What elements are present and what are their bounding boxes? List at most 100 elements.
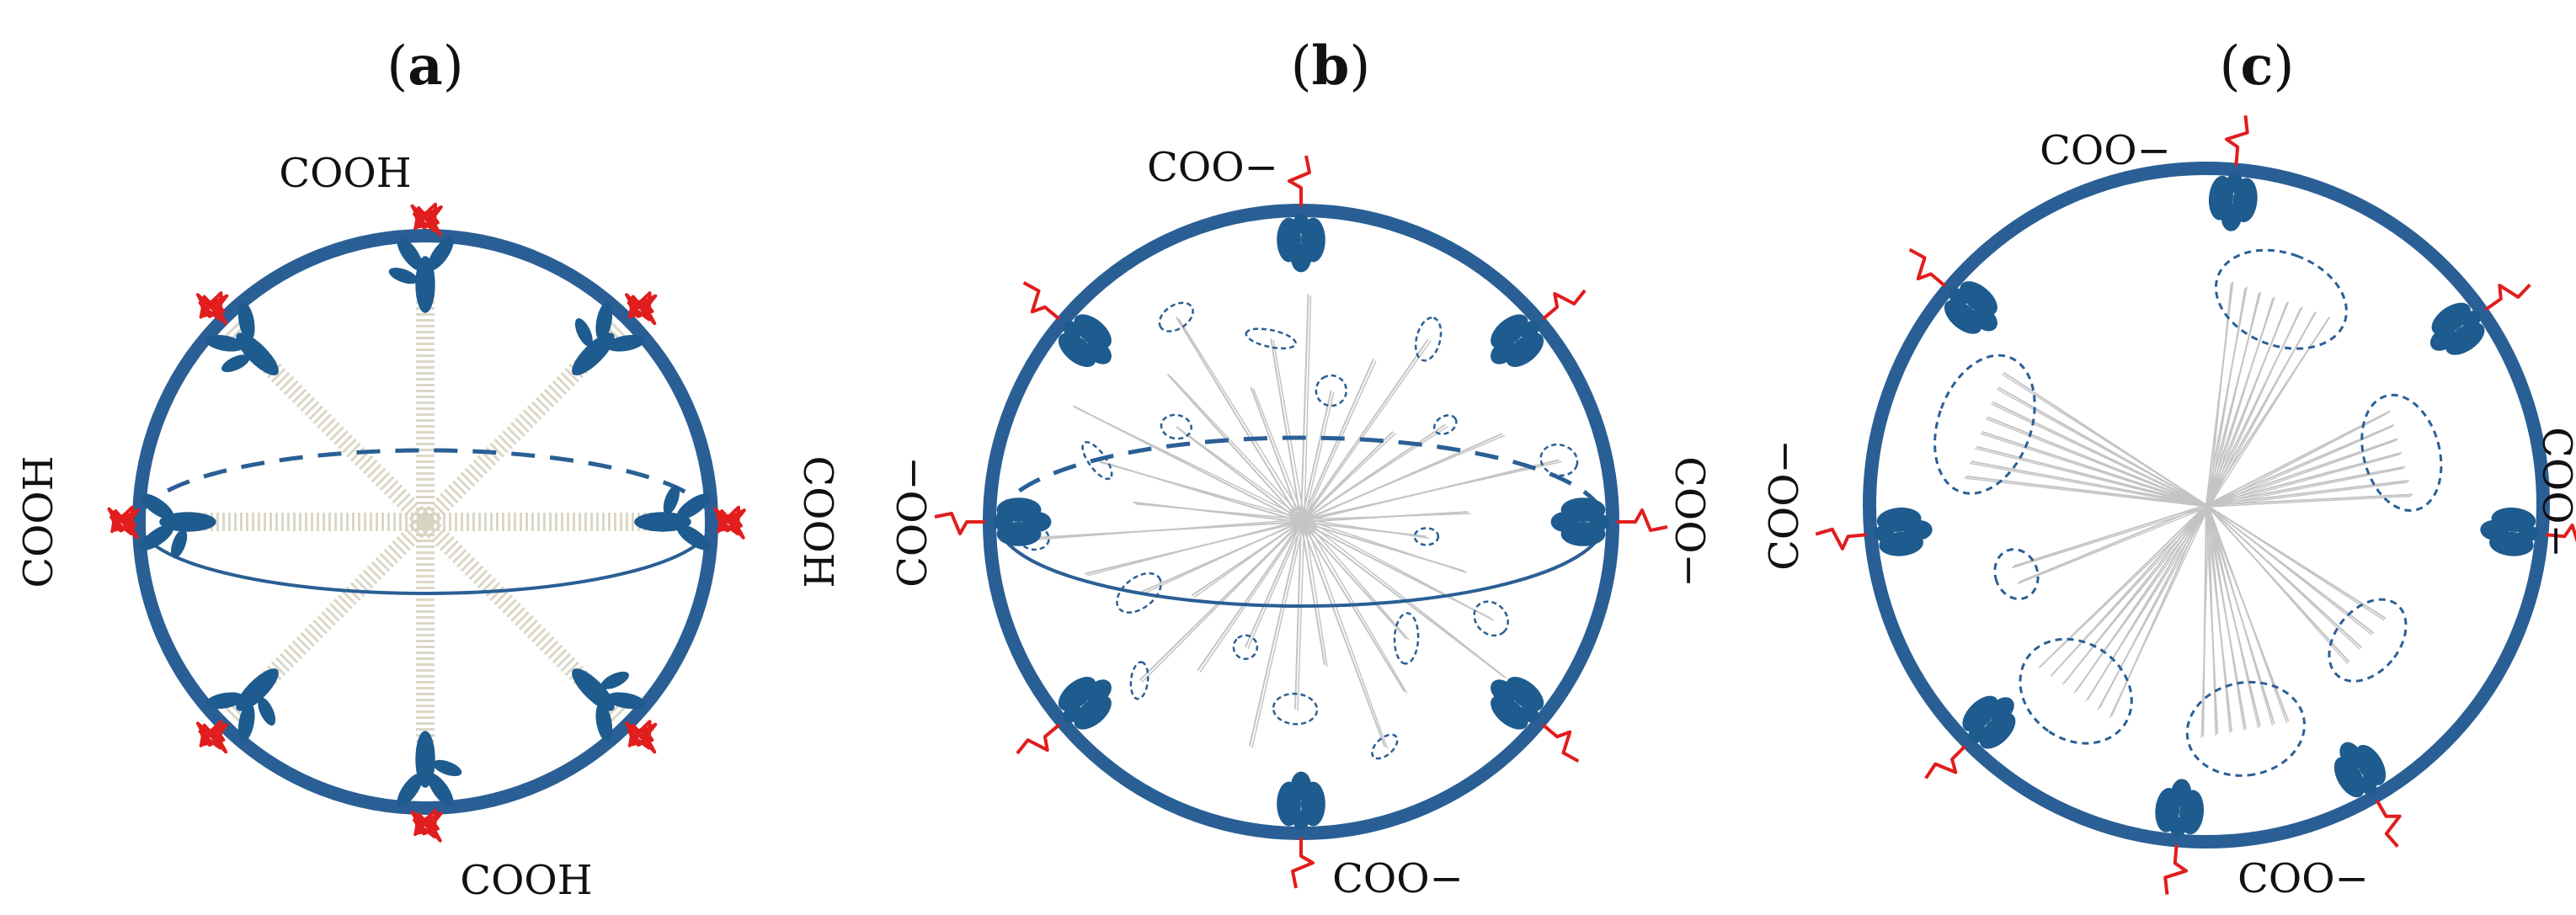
polymer-chain (1975, 447, 2210, 508)
tail-icon (2375, 799, 2402, 849)
tail-icon (2163, 844, 2189, 895)
polymer-chain (1304, 433, 1396, 520)
tail-icon (934, 512, 985, 535)
coil-icon (625, 720, 658, 754)
protein-icon (1058, 314, 1112, 367)
polymer-chain (1193, 519, 1305, 598)
polymer-chain (1304, 519, 1429, 540)
polymer-chain (1985, 418, 2210, 508)
polymer-chain (2208, 506, 2385, 621)
protein-icon (634, 485, 711, 551)
panel-b-left-group: COO− (889, 456, 936, 588)
polymer-chain (1294, 521, 1302, 710)
panel-c-carboxylate-tails (1815, 115, 2576, 895)
panel-c-top-group: COO− (2040, 127, 2171, 174)
polymer-chain (1300, 521, 1405, 692)
polymer-chain (1304, 434, 1506, 520)
panel-b-right-group: COO− (1666, 456, 1713, 588)
polymer-chain (2017, 506, 2210, 585)
chain-cluster-outline (1371, 733, 1399, 760)
polymer-chain (1178, 428, 1305, 520)
panel-b: COO− COO− COO− COO− COOH (794, 144, 1713, 902)
protein-icon (1058, 677, 1112, 730)
polymer-chain (1304, 519, 1507, 679)
panel-c-right-group: COO− (2533, 427, 2576, 558)
polymer-chain (2208, 506, 2216, 736)
panel-a-bottom-group: COOH (460, 857, 592, 904)
panel-a-label: (a) (387, 35, 463, 98)
chain-cluster-outline (1158, 301, 1194, 332)
polymer-chain (2050, 506, 2210, 677)
tail-icon (1924, 744, 1967, 779)
polymer-chain (1304, 519, 1410, 641)
polymer-chain (1304, 519, 1389, 749)
polymer-chain (2208, 506, 2245, 731)
polymer-chain (1086, 519, 1305, 577)
polymer-chain (1969, 462, 2210, 508)
polymer-chain (1300, 294, 1309, 523)
coil-icon (195, 291, 229, 326)
panel-b-equator-back (995, 435, 1607, 522)
polymer-chain (1300, 431, 1394, 523)
polymer-chain (1166, 374, 1302, 523)
protein-icon (205, 668, 279, 742)
polymer-chain (1251, 519, 1305, 748)
panel-b-polymer-chains (1033, 294, 1562, 749)
protein-icon (2208, 173, 2258, 231)
chain-cluster-outline (2019, 637, 2133, 745)
polymer-chain (1964, 477, 2210, 508)
protein-icon (388, 237, 454, 313)
protein-icon (2333, 742, 2387, 798)
panel-c-chain-clusters (1933, 248, 2443, 777)
protein-icon (1944, 281, 1997, 334)
polymer-chain (2208, 506, 2349, 665)
polymer-chain (1244, 521, 1302, 648)
panel-c-polymer-chains (1964, 281, 2413, 738)
polymer-chain (1135, 503, 1305, 520)
polymer-chain (2109, 506, 2210, 718)
panel-c-label: (c) (2220, 35, 2295, 98)
polymer-chain (1304, 460, 1562, 520)
polymer-chain (2011, 506, 2210, 569)
polymer-chain (2097, 506, 2210, 710)
panel-c: COO− COO− COO− COO− (1761, 115, 2576, 902)
polymer-chain (1971, 460, 2207, 506)
polymer-chain (2208, 506, 2373, 636)
polymer-chain (1300, 521, 1407, 640)
protein-icon (2155, 779, 2205, 838)
panel-b-top-group: COO− (1147, 144, 1278, 191)
tail-icon (1541, 289, 1587, 321)
polymer-chain (1992, 401, 2207, 506)
polymer-chain (2208, 495, 2412, 508)
tail-icon (1815, 527, 1867, 551)
tail-icon (2484, 283, 2531, 311)
polymer-chain (2205, 410, 2391, 506)
polymer-chain (1304, 340, 1432, 520)
protein-icon (1550, 497, 1610, 546)
polymer-chain (419, 515, 626, 722)
chain-cluster-outline (1160, 413, 1192, 440)
protein-icon (1874, 507, 1933, 556)
panel-a-left-group: COOH (15, 455, 62, 588)
panel-b-bottom-group: COO− (1332, 855, 1464, 902)
polymer-chain (1981, 431, 2207, 506)
polymer-chain (2205, 465, 2406, 506)
polymer-chain (2061, 506, 2210, 685)
protein-icon (2480, 507, 2539, 556)
chain-cluster-outline (1245, 327, 1297, 350)
polymer-chain (1248, 521, 1302, 747)
polymer-chain (1304, 519, 1467, 573)
polymer-chain (419, 322, 626, 529)
panel-c-sphere (1863, 162, 2550, 849)
panel-b-proteins (992, 213, 1610, 831)
coil-icon (625, 291, 658, 326)
polymer-chain (1304, 425, 1448, 520)
polymer-chain (1304, 519, 1495, 621)
polymer-chain (1199, 519, 1305, 673)
protein-icon (1277, 771, 1325, 831)
polymer-chain (1178, 318, 1305, 520)
polymer-chain (1247, 519, 1305, 650)
chain-cluster-outline (1232, 634, 1259, 661)
polymer-chain (2208, 506, 2360, 650)
